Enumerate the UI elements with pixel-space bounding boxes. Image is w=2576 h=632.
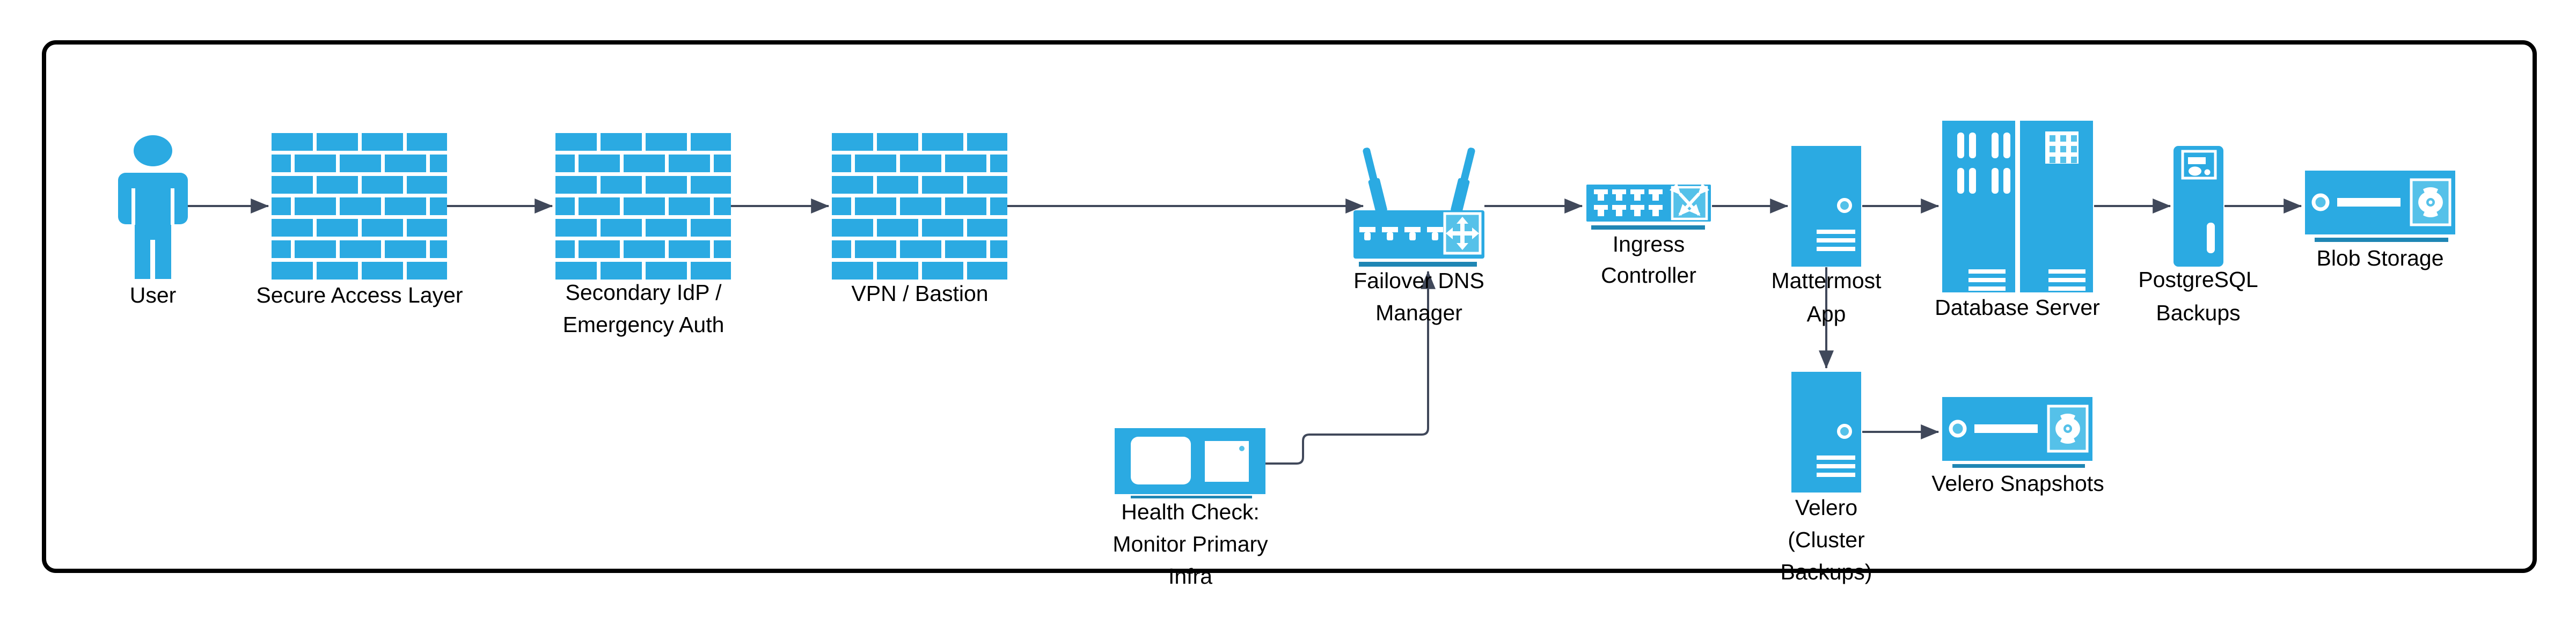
- wireless-router-icon-failover-dns: [1353, 148, 1484, 259]
- node-label-health-check-line1: Health Check:: [1121, 499, 1260, 524]
- node-label-mattermost-line1: Mattermost: [1771, 268, 1882, 293]
- node-label-velero-line3: Backups): [1780, 560, 1872, 584]
- node-label-health-check-line2: Monitor Primary: [1113, 532, 1268, 556]
- node-label-secure-access: Secure Access Layer: [256, 283, 463, 307]
- server-rack-icon-database: [1942, 121, 2093, 292]
- storage-drive-icon-blob: [2305, 171, 2455, 234]
- monitor-icon-health-check: [1115, 428, 1265, 494]
- node-label-postgresql-line2: Backups: [2156, 300, 2241, 325]
- icon-underline-velero-snapshots: [1952, 464, 2085, 468]
- user-person-icon: [118, 135, 188, 279]
- node-label-mattermost-line2: App: [1806, 302, 1846, 326]
- node-label-user: User: [129, 283, 177, 307]
- firewall-icon-secondary-idp: [555, 133, 731, 280]
- server-tower-icon-mattermost: [1791, 146, 1861, 267]
- server-tower-icon-velero: [1791, 372, 1861, 493]
- firewall-icon-vpn-bastion: [832, 133, 1007, 280]
- node-label-database-server: Database Server: [1935, 295, 2100, 320]
- icon-underline-blob: [2315, 238, 2448, 242]
- node-label-velero-line2: (Cluster: [1788, 527, 1865, 552]
- node-label-secondary-idp-line2: Emergency Auth: [562, 312, 724, 337]
- node-label-secondary-idp-line1: Secondary IdP /: [565, 280, 722, 305]
- node-label-velero-snapshots: Velero Snapshots: [1931, 471, 2104, 496]
- storage-drive-icon-velero-snapshots: [1942, 397, 2092, 461]
- icon-underline-ingress: [1591, 225, 1705, 230]
- node-label-blob-storage: Blob Storage: [2316, 246, 2444, 270]
- node-label-failover-dns-line1: Failover DNS: [1353, 268, 1484, 293]
- node-label-failover-dns-line2: Manager: [1375, 300, 1462, 325]
- node-label-ingress-line1: Ingress: [1612, 232, 1685, 256]
- node-label-health-check-line3: Infra: [1168, 564, 1213, 589]
- node-label-vpn-bastion: VPN / Bastion: [851, 281, 989, 306]
- firewall-icon-secure-access: [272, 133, 447, 280]
- icon-underline-failover-dns: [1359, 262, 1477, 267]
- network-switch-icon-ingress: [1586, 185, 1711, 222]
- node-label-velero-line1: Velero: [1795, 495, 1858, 520]
- node-label-ingress-line2: Controller: [1601, 263, 1696, 288]
- icon-underline-health-check: [1131, 496, 1252, 498]
- server-tower-icon-postgresql: [2174, 146, 2223, 267]
- edge-healthcheck-to-dns: [1265, 270, 1436, 465]
- node-label-postgresql-line1: PostgreSQL: [2138, 267, 2258, 292]
